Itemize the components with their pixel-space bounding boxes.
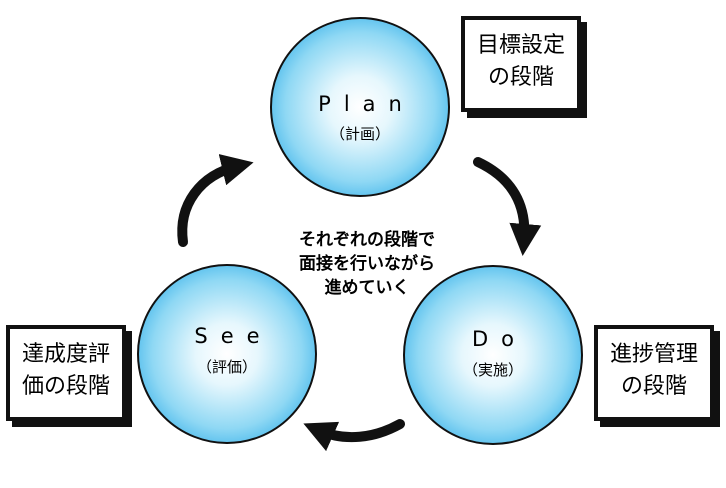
do-stage-line2: の段階: [620, 374, 687, 399]
center-caption-line3: 進めていく: [324, 278, 410, 298]
do-circle: Do （実施）: [403, 265, 583, 445]
plan-sublabel: （計画）: [329, 125, 390, 143]
arrow-see-to-plan: [177, 154, 254, 247]
see-sublabel: （評価）: [196, 358, 257, 376]
plan-label: Plan: [318, 92, 415, 116]
see-circle: See （評価）: [137, 264, 317, 444]
plan-stage-line2: の段階: [487, 65, 554, 90]
arrow-plan-to-do: [473, 157, 542, 256]
do-stage-line1: 進捗管理: [609, 342, 698, 367]
center-caption: それぞれの段階で 面接を行いながら 進めていく: [252, 228, 482, 300]
see-label: See: [194, 324, 273, 348]
do-stage-box: 進捗管理 の段階: [594, 325, 714, 421]
see-stage-line1: 達成度評: [21, 342, 110, 367]
plan-stage-line1: 目標設定: [476, 33, 565, 58]
plan-stage-box: 目標設定 の段階: [461, 16, 581, 112]
center-caption-line1: それぞれの段階で: [299, 230, 435, 250]
do-sublabel: （実施）: [462, 361, 523, 379]
plan-circle: Plan （計画）: [270, 17, 450, 197]
do-label: Do: [471, 327, 528, 351]
see-stage-box: 達成度評 価の段階: [6, 325, 126, 421]
center-caption-line2: 面接を行いながら: [299, 254, 435, 274]
see-stage-line2: 価の段階: [21, 374, 110, 399]
arrow-do-to-see: [303, 419, 405, 452]
